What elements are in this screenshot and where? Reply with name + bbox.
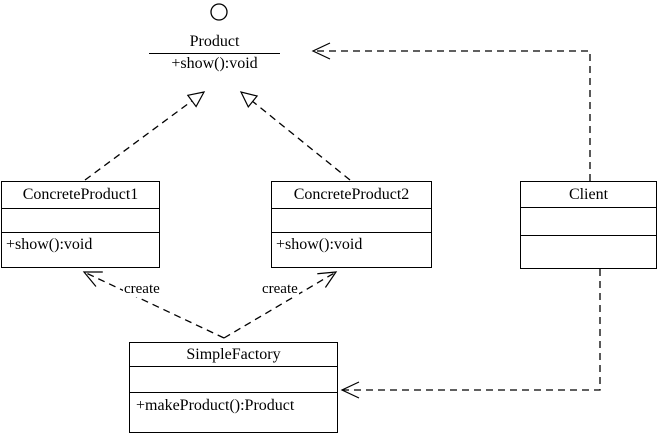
dependency-arrow-client-simplefactory: [340, 269, 601, 399]
class-attributes-concreteproduct2: [272, 209, 431, 233]
class-title-concreteproduct2: ConcreteProduct2: [272, 182, 431, 209]
interface-product-name: Product: [149, 31, 280, 54]
class-operations-simplefactory: +makeProduct():Product: [136, 397, 295, 414]
class-attributes-client: [521, 208, 656, 236]
class-operations-concreteproduct1: +show():void: [6, 236, 93, 253]
class-attributes-concreteproduct1: [2, 209, 159, 233]
class-title-simplefactory: SimpleFactory: [130, 343, 337, 367]
class-attributes-simplefactory: [130, 367, 337, 393]
class-box-concreteproduct2: ConcreteProduct2 +show():void: [271, 181, 432, 268]
interface-lollipop-icon: [210, 3, 228, 21]
class-operations-concreteproduct2: +show():void: [276, 236, 363, 253]
edge-label-create-right: create: [261, 281, 299, 297]
dependency-arrow-client-product: [311, 42, 591, 181]
create-arrow-concreteproduct1: [82, 271, 225, 339]
class-box-concreteproduct1: ConcreteProduct1 +show():void: [1, 181, 160, 268]
class-box-client: Client: [520, 181, 657, 269]
edge-label-create-left: create: [123, 281, 161, 297]
class-title-concreteproduct1: ConcreteProduct1: [2, 182, 159, 209]
interface-product-method: +show():void: [171, 55, 258, 72]
class-box-simplefactory: SimpleFactory +makeProduct():Product: [129, 342, 338, 433]
realization-arrow-concreteproduct1: [84, 91, 206, 181]
class-title-client: Client: [521, 182, 656, 208]
create-arrow-concreteproduct2: [223, 271, 338, 339]
class-operations-client: [521, 236, 656, 268]
realization-arrow-concreteproduct2: [239, 91, 351, 181]
interface-product: Product +show():void: [149, 31, 280, 74]
